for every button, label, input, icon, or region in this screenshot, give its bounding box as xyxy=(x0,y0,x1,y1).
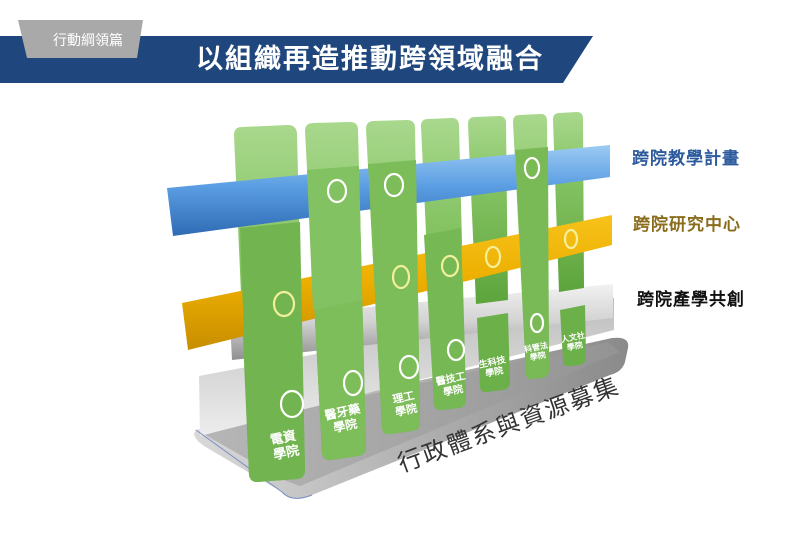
membership-circles xyxy=(272,156,579,419)
circle-icon xyxy=(383,172,405,198)
circle-icon xyxy=(446,338,466,362)
circle-icon xyxy=(440,254,460,278)
legend-industry-cocreation: 跨院產學共創 xyxy=(637,290,745,310)
circle-icon xyxy=(484,245,502,269)
circle-icon xyxy=(391,264,411,290)
legend-research-center: 跨院研究中心 xyxy=(633,215,741,235)
circle-icon xyxy=(523,156,541,180)
circle-icon xyxy=(529,312,545,334)
circle-icon xyxy=(279,389,305,419)
board-front-pieces xyxy=(240,147,586,482)
circle-icon xyxy=(342,369,364,397)
header-banner xyxy=(0,20,593,83)
circle-icon xyxy=(398,354,420,380)
banner-background xyxy=(0,36,593,83)
circle-icon xyxy=(326,178,348,204)
section-tab-label: 行動綱領篇 xyxy=(53,33,123,49)
board-college-7 xyxy=(553,112,584,292)
legend-teaching-program: 跨院教學計畫 xyxy=(632,149,740,169)
page-title: 以組織再造推動跨領域融合 xyxy=(196,44,544,75)
section-tab-background xyxy=(18,20,143,58)
circle-icon xyxy=(272,290,296,318)
circle-icon xyxy=(563,228,579,250)
